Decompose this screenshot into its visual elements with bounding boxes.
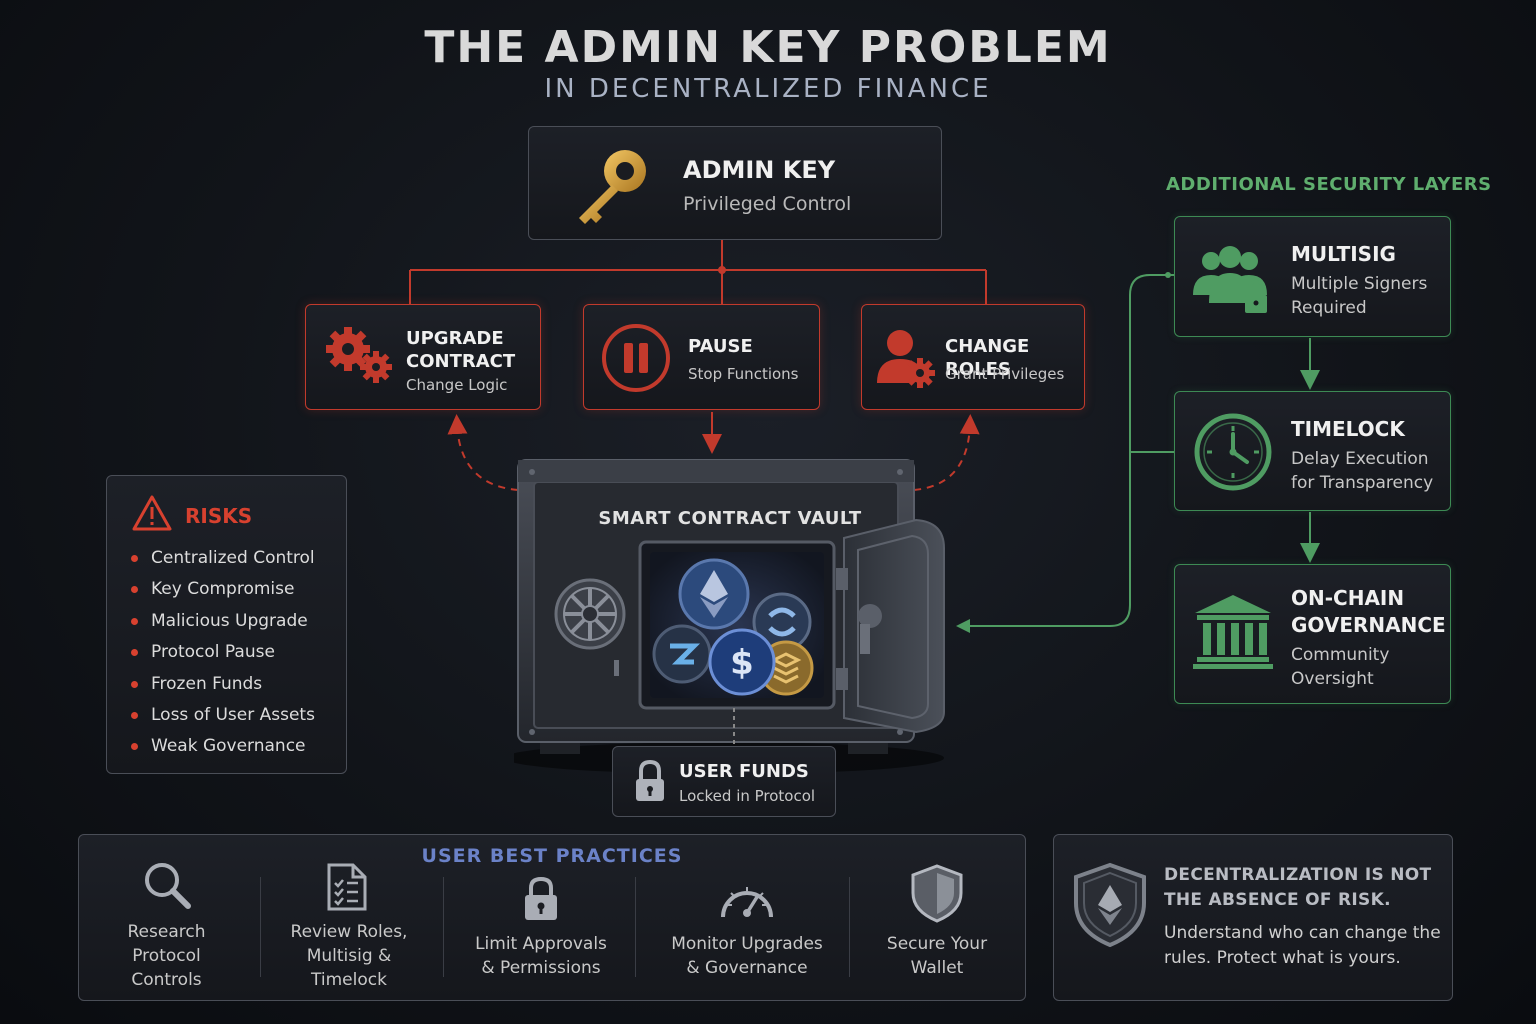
security-layers-heading: ADDITIONAL SECURITY LAYERS (1166, 174, 1492, 195)
user-funds-title: USER FUNDS (679, 761, 809, 782)
timelock-sub-line1: Delay Execution (1291, 449, 1429, 469)
closing-title: DECENTRALIZATION IS NOT THE ABSENCE OF R… (1164, 865, 1432, 910)
risks-panel: RISKS Centralized Control Key Compromise… (106, 475, 347, 774)
timelock-sub-line2: for Transparency (1291, 473, 1434, 493)
upgrade-title-line1: UPGRADE (406, 328, 504, 349)
risk-item: Frozen Funds (131, 672, 315, 703)
practice-divider (635, 877, 636, 977)
coins: $ (652, 558, 814, 696)
page-title: THE ADMIN KEY PROBLEM (424, 22, 1112, 73)
change-roles-title: CHANGE ROLES (945, 336, 1030, 380)
multisig-sub-line1: Multiple Signers (1291, 274, 1428, 294)
power-upgrade-contract: UPGRADE CONTRACT Change Logic (305, 304, 541, 410)
layer-multisig: MULTISIG Multiple Signers Required (1174, 216, 1451, 337)
power-change-roles: CHANGE ROLES Grant Privileges (861, 304, 1085, 410)
practice-monitor-upgrades: Monitor Upgrades & Governance (657, 835, 837, 1003)
user-funds-box: USER FUNDS Locked in Protocol (612, 746, 836, 817)
ethereum-shield-icon (1072, 861, 1148, 953)
change-roles-subtitle: Grant Privileges (945, 365, 1065, 383)
governance-title-line1: ON-CHAIN (1291, 586, 1405, 610)
practice-divider (260, 877, 261, 977)
warning-icon (131, 494, 173, 536)
practice-review-roles: Review Roles, Multisig & Timelock (275, 835, 423, 1003)
key-icon (569, 143, 655, 233)
shield-icon (909, 863, 965, 927)
upgrade-subtitle: Change Logic (406, 376, 508, 394)
best-practices-panel: USER BEST PRACTICES Research Protocol Co… (78, 834, 1026, 1001)
user-gear-icon (874, 325, 940, 395)
pause-subtitle: Stop Functions (688, 365, 799, 383)
gears-icon (322, 323, 396, 391)
closing-body: Understand who can change the rules. Pro… (1164, 923, 1441, 968)
group-lock-icon (1189, 243, 1279, 321)
risk-item: Key Compromise (131, 577, 315, 608)
multisig-title: MULTISIG (1291, 242, 1396, 266)
vault: $ SMART CONTRACT VAULT (514, 456, 946, 776)
governance-sub-line2: Oversight (1291, 669, 1374, 689)
layer-governance: ON-CHAIN GOVERNANCE Community Oversight (1174, 564, 1451, 704)
magnifier-icon (141, 859, 193, 915)
admin-key-connectors (409, 240, 987, 304)
svg-text:$: $ (730, 643, 754, 683)
practice-secure-wallet: Secure Your Wallet (867, 835, 1007, 1003)
power-pause: PAUSE Stop Functions (583, 304, 820, 410)
upgrade-title-line2: CONTRACT (406, 351, 516, 372)
risk-item: Loss of User Assets (131, 703, 315, 734)
clock-icon (1193, 412, 1273, 496)
layer-timelock: TIMELOCK Delay Execution for Transparenc… (1174, 391, 1451, 511)
risk-item: Weak Governance (131, 734, 315, 765)
risk-item: Centralized Control (131, 546, 315, 577)
best-practices-heading: USER BEST PRACTICES (421, 845, 683, 867)
practice-label: Monitor Upgrades & Governance (671, 934, 823, 978)
practice-label: Limit Approvals & Permissions (475, 934, 607, 978)
practice-research: Research Protocol Controls (99, 835, 234, 1003)
user-funds-subtitle: Locked in Protocol (679, 787, 816, 805)
vault-arrowhead-green (956, 619, 970, 633)
admin-key-title: ADMIN KEY (683, 156, 836, 184)
admin-key-box: ADMIN KEY Privileged Control (528, 126, 942, 240)
practice-label: Research Protocol Controls (127, 922, 206, 990)
risks-list: Centralized Control Key Compromise Malic… (131, 546, 315, 766)
vault-label: SMART CONTRACT VAULT (598, 508, 862, 529)
risk-item: Protocol Pause (131, 640, 315, 671)
governance-sub-line1: Community (1291, 645, 1390, 665)
risks-heading: RISKS (185, 504, 253, 528)
practice-limit-approvals: Limit Approvals & Permissions (459, 835, 623, 1003)
timelock-title: TIMELOCK (1291, 417, 1405, 441)
practice-divider (849, 877, 850, 977)
governance-title-line2: GOVERNANCE (1291, 613, 1446, 637)
checklist-icon (325, 861, 369, 917)
admin-key-subtitle: Privileged Control (683, 193, 852, 215)
lock-icon (521, 875, 561, 927)
pause-icon (600, 322, 672, 398)
practice-label: Review Roles, Multisig & Timelock (290, 922, 408, 990)
bank-icon (1191, 593, 1275, 675)
gauge-icon (717, 877, 777, 927)
pause-title: PAUSE (688, 336, 753, 357)
vault-icon: $ (514, 459, 945, 774)
closing-panel: DECENTRALIZATION IS NOT THE ABSENCE OF R… (1053, 834, 1453, 1001)
padlock-icon (633, 759, 667, 809)
practice-label: Secure Your Wallet (886, 934, 988, 978)
vault-to-upgrade-arrow (447, 414, 519, 491)
page-subtitle: IN DECENTRALIZED FINANCE (544, 74, 992, 104)
risk-item: Malicious Upgrade (131, 609, 315, 640)
practice-divider (443, 877, 444, 977)
multisig-sub-line2: Required (1291, 298, 1367, 318)
